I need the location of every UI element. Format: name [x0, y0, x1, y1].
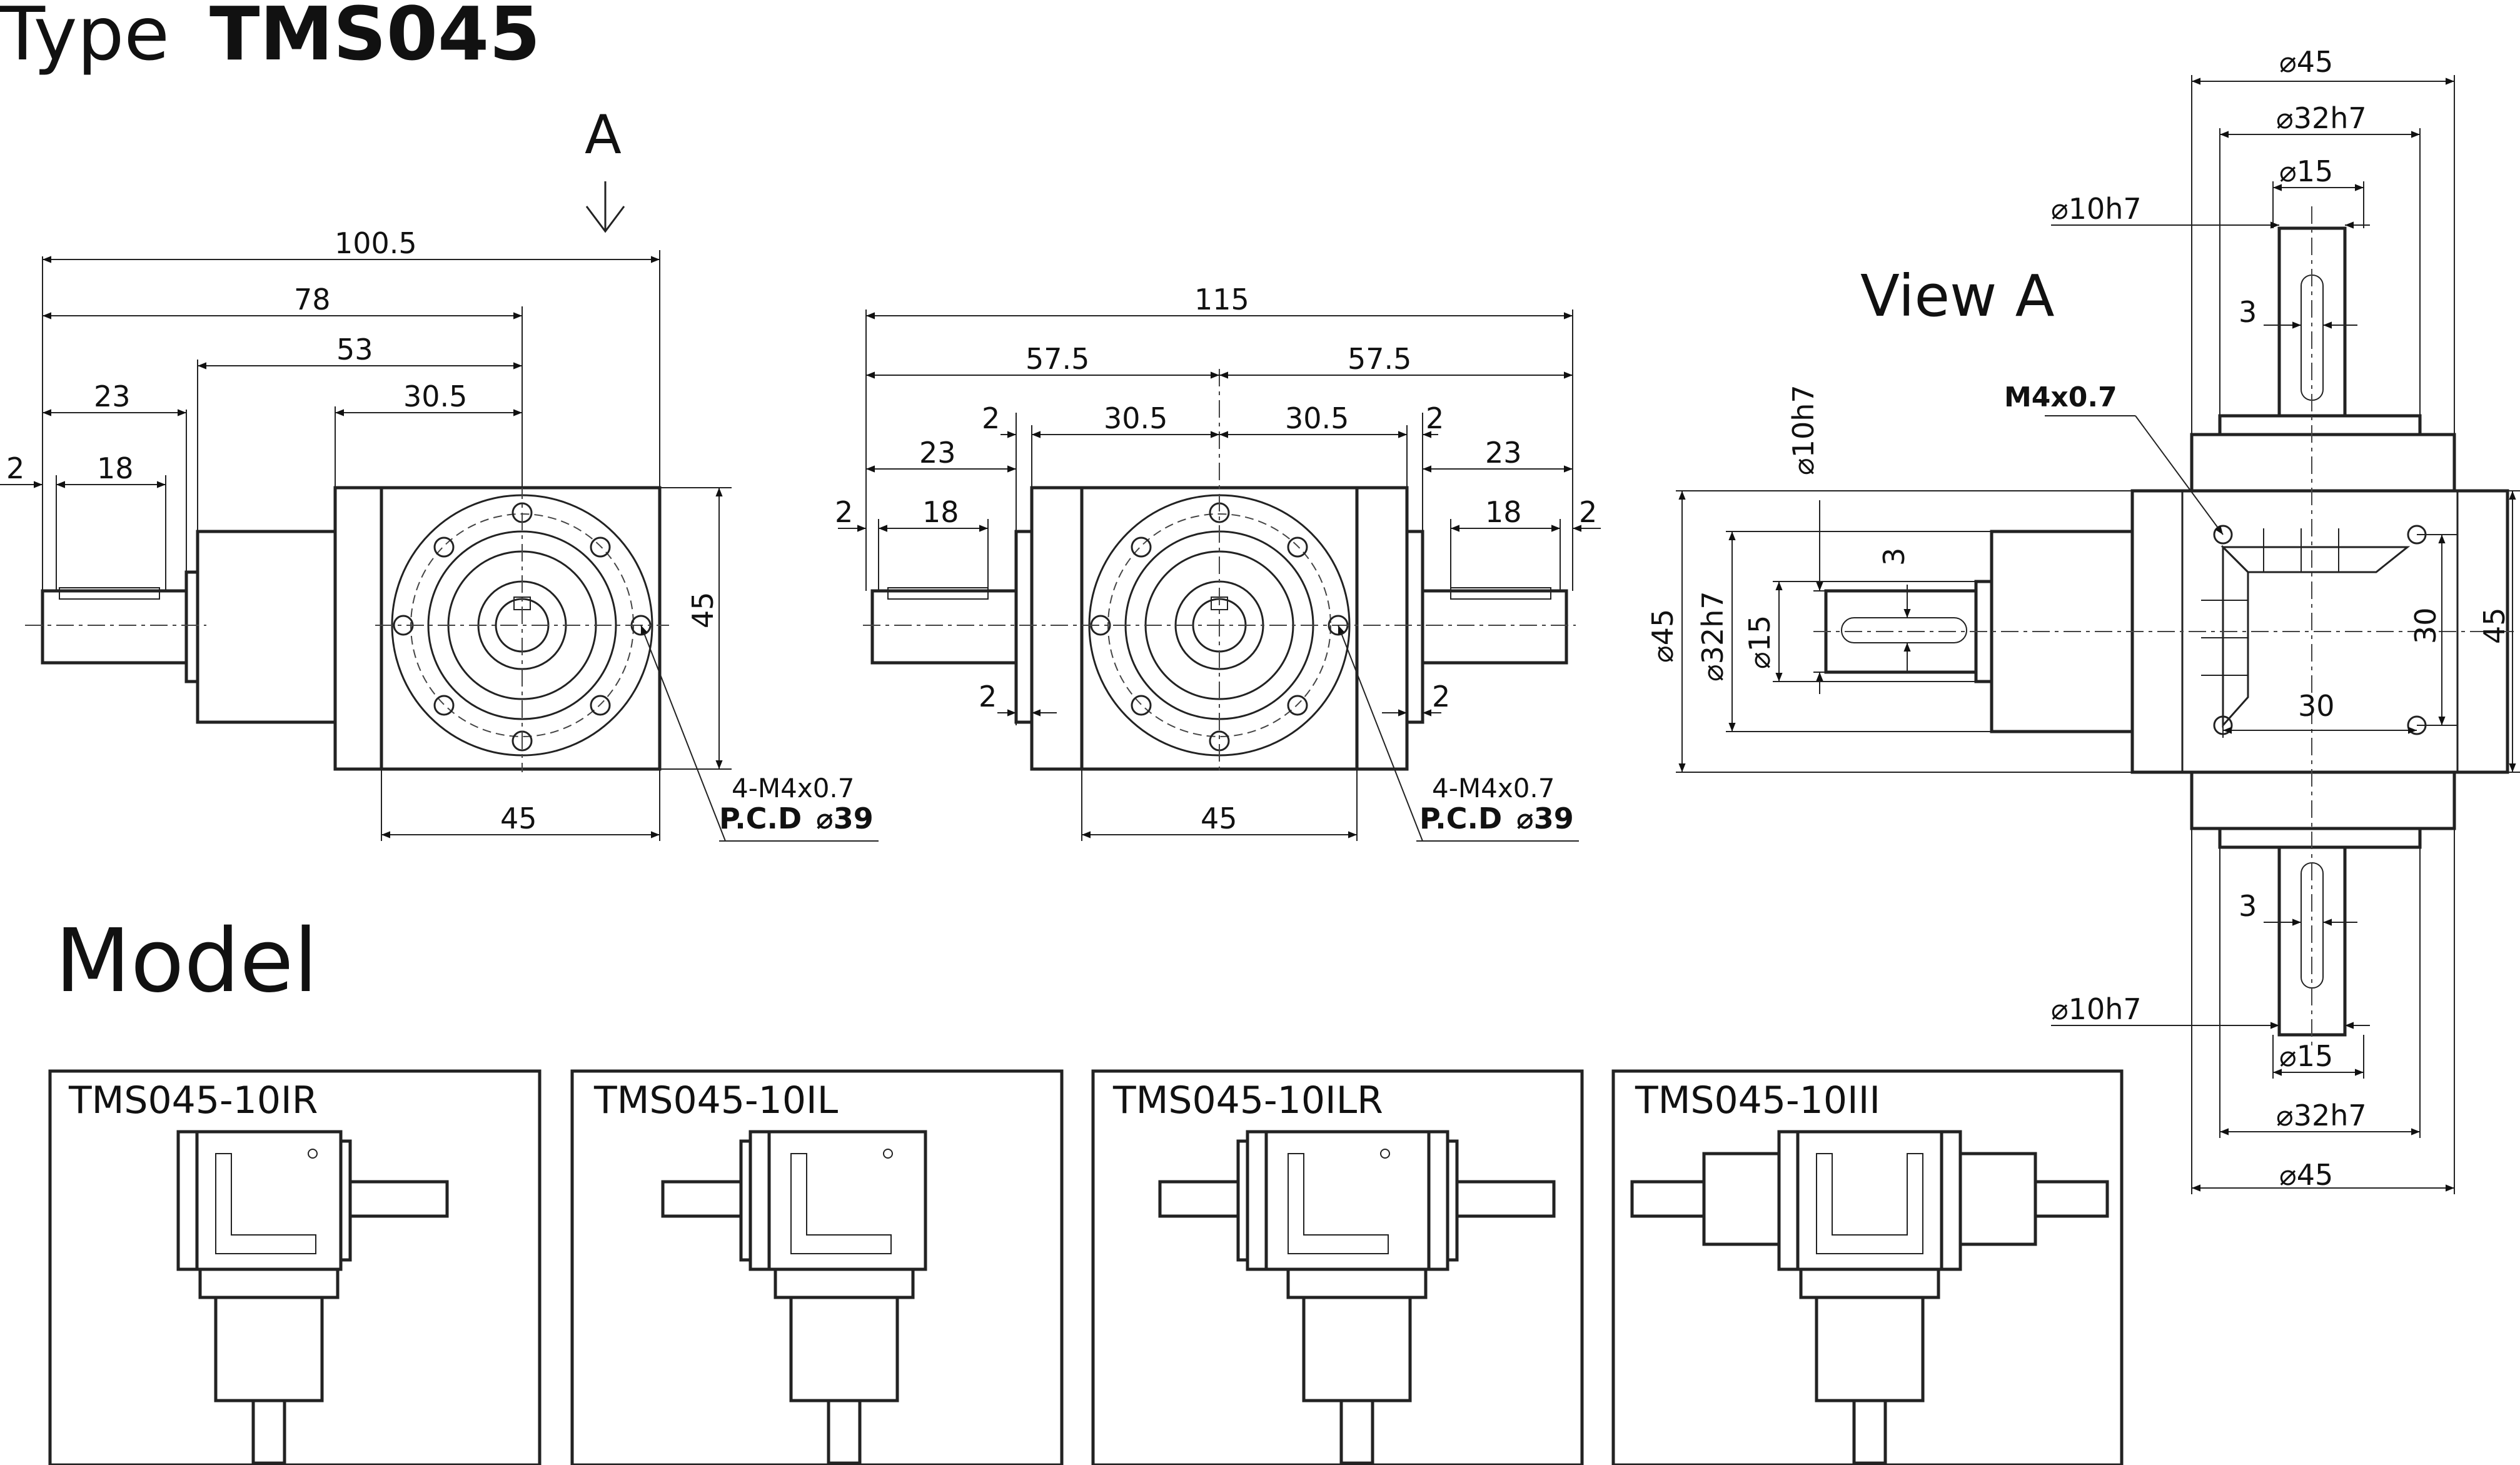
view-a-dim-left-3: 3: [1877, 548, 1911, 566]
side-pcd-value: ⌀39: [816, 802, 874, 835]
front-dim-57-5-right: 57.5: [1348, 342, 1411, 376]
side-dim-23: 23: [94, 380, 131, 413]
view-a-label: View A: [1860, 263, 2055, 330]
view-arrow-label: A: [585, 104, 622, 166]
front-dim-30-5-right: 30.5: [1285, 401, 1349, 435]
view-a-dim-left-45: ⌀45: [1646, 609, 1680, 663]
view-a-dim-bottom-45: ⌀45: [2279, 1158, 2333, 1192]
view-a-dim-top-45: ⌀45: [2279, 45, 2333, 79]
side-dim-78: 78: [294, 283, 331, 316]
view-a-dim-top-3: 3: [2239, 295, 2257, 329]
model-card: TMS045-10ILR: [1091, 1069, 1584, 1465]
front-hole-note: 4-M4x0.7: [1432, 773, 1555, 803]
front-shaft-right: [1421, 589, 1568, 665]
view-a-shaft-top: [2277, 226, 2347, 418]
side-shaft: [41, 589, 188, 665]
side-dim-18: 18: [97, 451, 134, 485]
front-dim-45: 45: [1201, 802, 1237, 835]
view-arrow: A: [585, 104, 625, 233]
front-dim-30-5-left: 30.5: [1104, 401, 1167, 435]
front-dim-2-right: 2: [1579, 495, 1597, 529]
front-shaft-left: [870, 589, 1018, 665]
side-pcd-label: P.C.D: [719, 802, 802, 835]
view-a-dim-bottom-10h7: ⌀10h7: [2051, 992, 2142, 1026]
title-model: TMS045: [209, 0, 540, 77]
page-title: Type TMS045: [0, 0, 540, 77]
side-dim-30-5: 30.5: [403, 380, 467, 413]
view-a-dim-inner-30: 30: [2298, 689, 2335, 723]
model-section-title: Model: [55, 910, 318, 1012]
front-dim-18-left: 18: [922, 495, 959, 529]
front-pcd-value: ⌀39: [1516, 802, 1574, 835]
view-a-dim-top-10h7: ⌀10h7: [2051, 192, 2142, 226]
front-dim-2-bottom-right: 2: [1432, 680, 1450, 713]
side-dim-2: 2: [6, 451, 24, 485]
side-dim-total: 100.5: [335, 226, 417, 260]
model-card: TMS045-10III: [1611, 1069, 2124, 1465]
front-dim-115: 115: [1194, 283, 1249, 316]
side-view: 100.5 78 53 23 30.5 2 18 45 45 4-M4x0.7 …: [0, 226, 879, 842]
side-hole-note: 4-M4x0.7: [732, 773, 855, 803]
front-dim-23-right: 23: [1485, 436, 1522, 470]
side-dim-width-45: 45: [500, 802, 537, 835]
view-a-dim-left-15: ⌀15: [1743, 615, 1777, 669]
front-dim-2-top-left: 2: [982, 401, 1000, 435]
model-name: TMS045-10IL: [593, 1079, 839, 1122]
view-a-thread-note: M4x0.7: [2004, 381, 2117, 413]
front-dim-2-left: 2: [835, 495, 853, 529]
side-key: [59, 587, 160, 600]
side-housing: [380, 486, 662, 771]
view-a-gears: [2201, 528, 2411, 728]
front-dim-2-top-right: 2: [1426, 401, 1444, 435]
front-dim-2-bottom-left: 2: [979, 680, 997, 713]
front-dim-18-right: 18: [1485, 495, 1522, 529]
model-card: TMS045-10IR: [48, 1069, 542, 1465]
side-dim-height-45: 45: [686, 592, 720, 628]
view-a-dim-right-30: 30: [2409, 607, 2442, 644]
view-a-dim-left-32h7: ⌀32h7: [1696, 591, 1730, 682]
front-view: 115 57.5 57.5 23 2 30.5 30.5 2 23 2 18 1…: [835, 283, 1601, 842]
side-motor-body: [196, 530, 337, 724]
front-dim-57-5-left: 57.5: [1026, 342, 1089, 376]
view-a-dim-bottom-32h7: ⌀32h7: [2276, 1099, 2367, 1132]
view-a: View A: [1646, 45, 2520, 1194]
model-name: TMS045-10IR: [68, 1079, 318, 1122]
view-a-dim-top-15: ⌀15: [2279, 154, 2333, 188]
view-a-dim-top-32h7: ⌀32h7: [2276, 101, 2367, 135]
front-pcd-label: P.C.D: [1419, 802, 1502, 835]
view-a-dim-right-45: 45: [2477, 607, 2511, 644]
view-a-dim-bottom-15: ⌀15: [2279, 1039, 2333, 1073]
model-name: TMS045-10III: [1635, 1079, 1880, 1122]
side-dim-53: 53: [336, 333, 373, 366]
title-prefix: Type: [0, 0, 169, 77]
view-a-dim-bottom-3: 3: [2239, 889, 2257, 923]
model-card: TMS045-10IL: [570, 1069, 1064, 1465]
front-dim-23-left: 23: [919, 436, 956, 470]
model-name: TMS045-10ILR: [1112, 1079, 1383, 1122]
view-a-dim-left-10h7: ⌀10h7: [1787, 385, 1820, 475]
